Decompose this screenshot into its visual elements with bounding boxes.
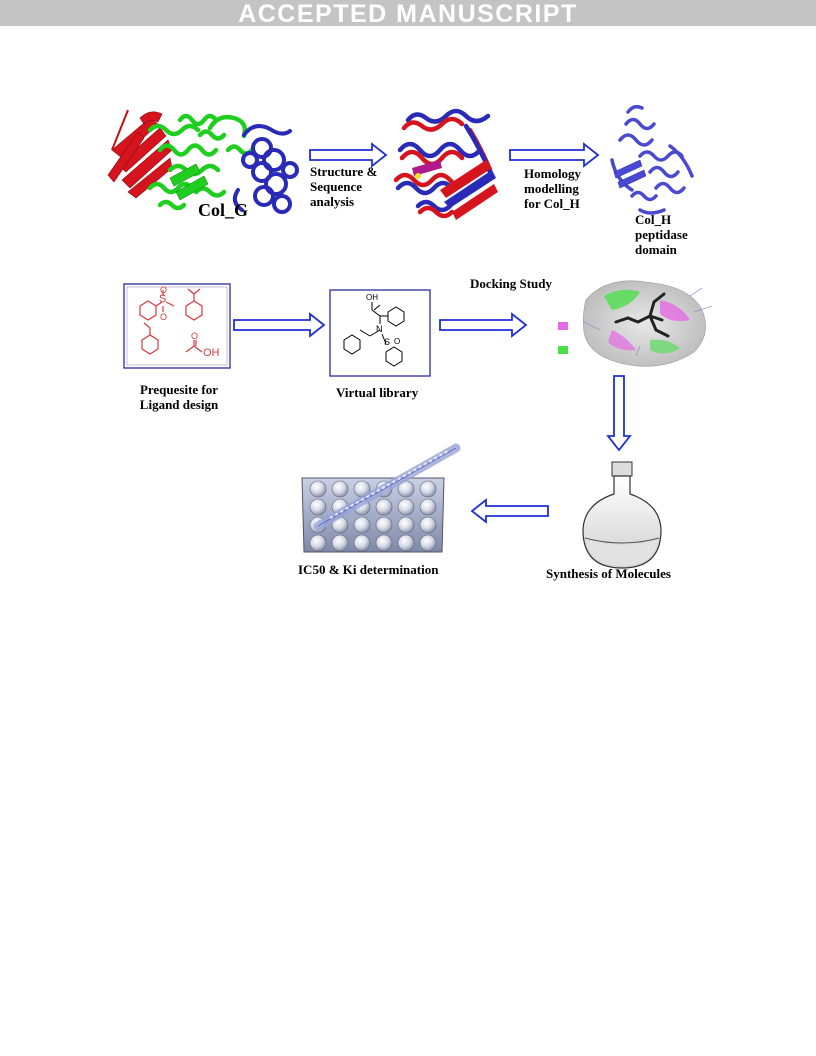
col-h-protein-structure xyxy=(610,104,694,215)
col-g-red-domain xyxy=(107,111,173,199)
arrow-to-assay xyxy=(470,498,549,524)
synthesis-of-molecules-label: Synthesis of Molecules xyxy=(546,566,671,581)
nitrogen-atom-label: N xyxy=(376,324,383,334)
virtual-library-box: OH N S O xyxy=(329,289,431,377)
col-g-protein-structure xyxy=(107,109,299,214)
col-h-peptidase-domain-label: Col_H peptidase domain xyxy=(635,212,688,257)
arrow-structure-analysis xyxy=(309,142,388,168)
col-g-green-domain xyxy=(147,113,255,211)
virtual-library-label: Virtual library xyxy=(336,385,419,400)
oxygen-atom-label: O xyxy=(191,331,198,341)
homology-modelling-label: Homology modelling for Col_H xyxy=(524,166,582,211)
round-bottom-flask xyxy=(582,461,662,569)
arrow-homology-modelling xyxy=(509,142,600,168)
arrow-to-virtual-library xyxy=(233,312,326,338)
sulfur-atom-label: S xyxy=(159,293,166,305)
docking-pose-image xyxy=(558,280,713,367)
structure-sequence-analysis-label: Structure & Sequence analysis xyxy=(310,164,378,209)
docking-study-label: Docking Study xyxy=(470,276,552,291)
sulfur-atom-label: S xyxy=(384,337,390,347)
hydroxyl-label: OH xyxy=(366,293,378,302)
superposed-protein-structure xyxy=(393,108,498,220)
oxygen-atom-label: O xyxy=(160,312,167,322)
col-g-blue-domain xyxy=(232,124,299,214)
prerequisite-ligand-design-label: Prequesite for Ligand design xyxy=(139,382,219,412)
arrow-to-synthesis xyxy=(606,375,632,452)
pipette xyxy=(313,443,461,531)
arrow-to-docking xyxy=(439,312,528,338)
oxygen-atom-label: O xyxy=(394,337,400,346)
ic50-ki-determination-label: IC50 & Ki determination xyxy=(298,562,439,577)
hydroxyl-label: OH xyxy=(203,347,220,359)
accepted-manuscript-banner: ACCEPTED MANUSCRIPT xyxy=(0,0,816,28)
col-g-label: Col_G xyxy=(198,200,249,220)
well-plate xyxy=(301,443,461,553)
prerequisite-fragments-box: S O O O OH xyxy=(123,283,231,369)
oxygen-atom-label: O xyxy=(160,285,167,295)
